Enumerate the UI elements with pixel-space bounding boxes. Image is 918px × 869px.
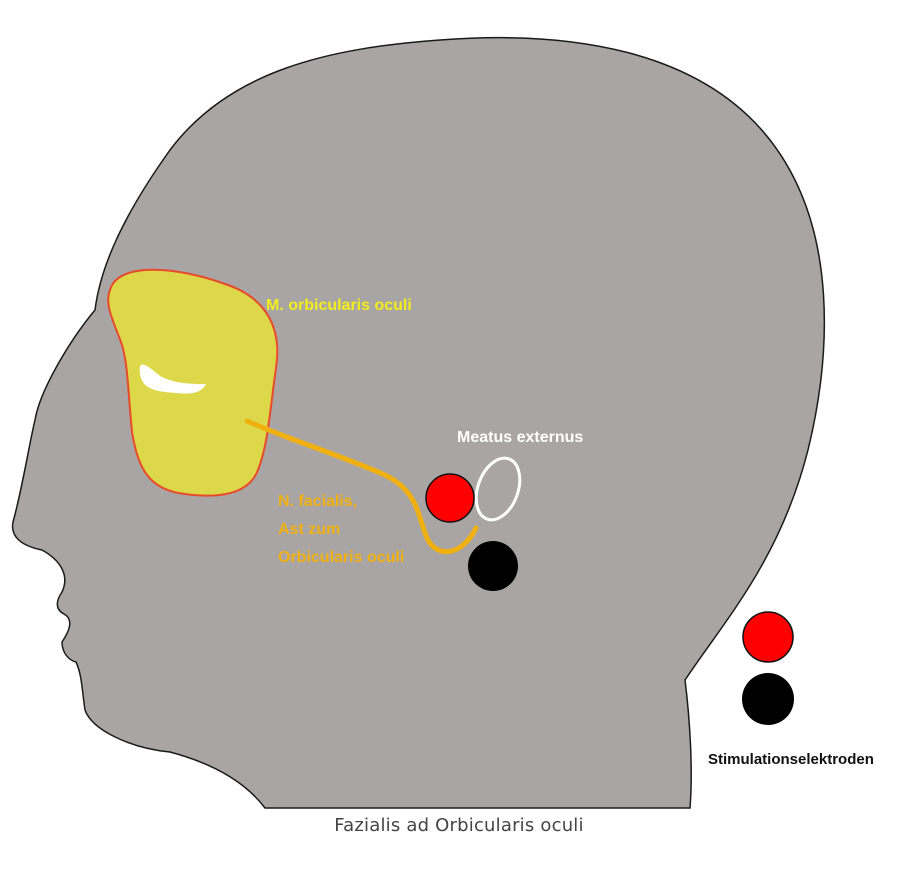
nerve-label-line-1: N. facialis,: [278, 493, 357, 510]
electrode-red-legend: [743, 612, 793, 662]
nerve-label-line-3: Orbicularis oculi: [278, 549, 404, 566]
figure-caption: Fazialis ad Orbicularis oculi: [0, 815, 918, 836]
electrode-red-head: [426, 474, 474, 522]
nerve-label-line-2: Ast zum: [278, 521, 340, 538]
muscle-label: M. orbicularis oculi: [266, 297, 412, 314]
meatus-label: Meatus externus: [457, 429, 583, 446]
electrode-black-legend: [742, 673, 794, 725]
electrodes-legend-label: Stimulationselektroden: [708, 751, 874, 768]
electrode-black-head: [468, 541, 518, 591]
